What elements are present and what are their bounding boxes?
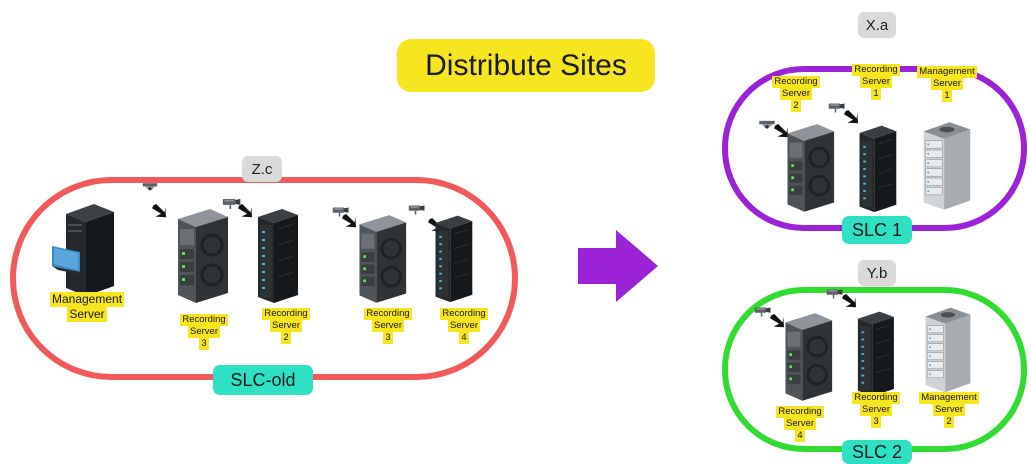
server-rack-icon [352, 210, 408, 306]
label-recording-server-2: Recording Server 2 [262, 308, 310, 344]
server-rack-icon [852, 308, 898, 398]
label-slc1-recording-server-2: Recording Server 2 [772, 76, 820, 112]
label-management-server: Management Server [49, 292, 125, 322]
label-slc2-recording-server-4: Recording Server 4 [776, 406, 824, 442]
server-rack-icon [780, 120, 836, 214]
diagram-title: Distribute Sites [397, 39, 655, 92]
label-slc1-management-server-1: Management Server 1 [917, 66, 977, 102]
security-camera-icon [408, 204, 426, 216]
label-slc1-recording-server-1: Recording Server 1 [852, 64, 900, 100]
black-pointer-arrow-icon [238, 204, 252, 218]
label-slc2-recording-server-3: Recording Server 3 [852, 392, 900, 428]
diagram-title-text: Distribute Sites [425, 48, 627, 82]
dome-camera-icon [142, 182, 158, 194]
black-pointer-arrow-icon [152, 204, 166, 218]
label-recording-server-3b: Recording Server 3 [364, 308, 412, 344]
management-workstation-icon [50, 200, 120, 300]
slc-old-label: SLC-old [213, 365, 313, 395]
site-tag-y-b: Y.b [858, 260, 896, 286]
purple-right-arrow-icon [578, 230, 658, 302]
server-rack-icon [854, 122, 900, 214]
label-recording-server-4: Recording Server 4 [440, 308, 488, 344]
site-tag-x-a: X.a [858, 12, 896, 38]
server-rack-icon [252, 205, 302, 305]
label-recording-server-3: Recording Server 3 [180, 314, 228, 350]
server-rack-icon [170, 205, 230, 305]
server-rack-icon [778, 308, 834, 404]
management-server-icon [918, 116, 974, 214]
management-server-icon [920, 302, 974, 396]
slc1-label: SLC 1 [842, 216, 912, 244]
slc2-label: SLC 2 [842, 440, 912, 464]
site-tag-z-c: Z.c [242, 156, 282, 182]
server-rack-icon [430, 210, 476, 306]
black-pointer-arrow-icon [842, 294, 856, 308]
label-slc2-management-server-2: Management Server 2 [919, 392, 979, 428]
